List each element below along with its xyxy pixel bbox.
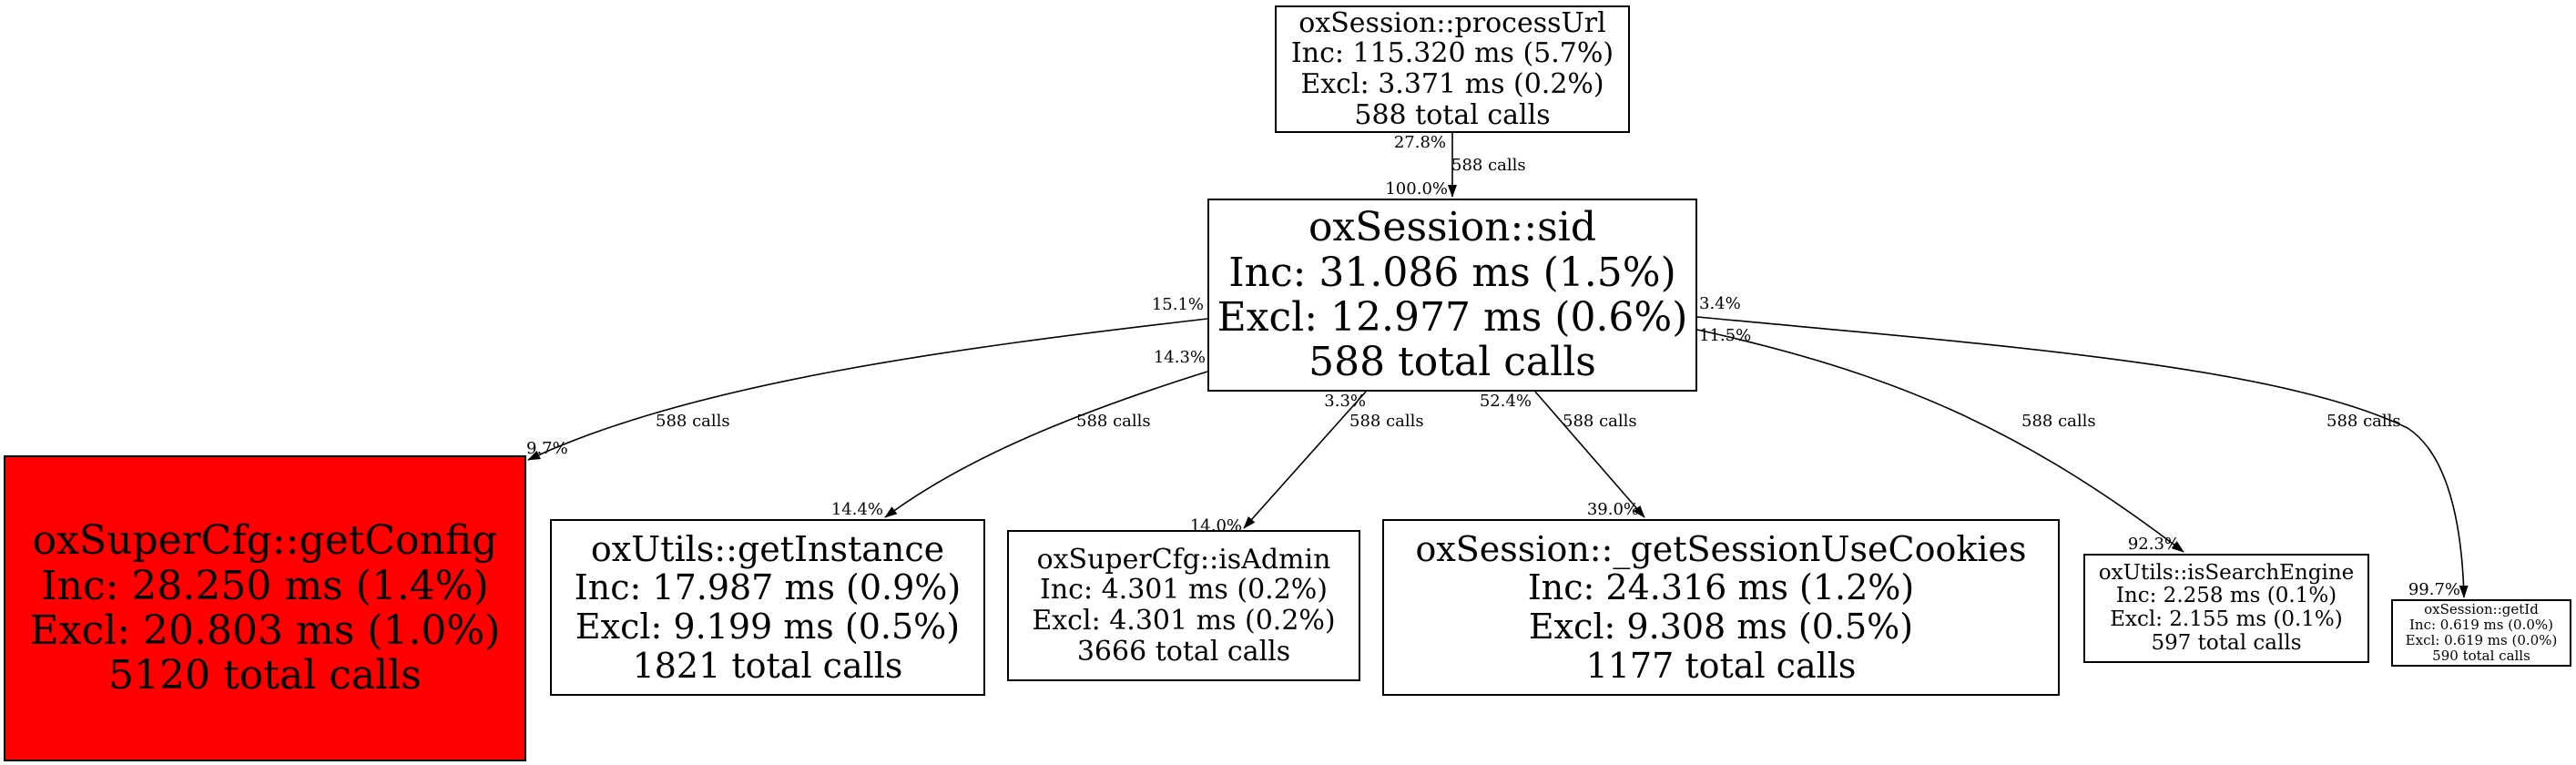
edge-sid-to-getinstance[interactable]: 588 calls 14.3% 14.4% — [831, 348, 1208, 519]
edge-head-percent-label: 39.0% — [1587, 500, 1639, 519]
edge-calls-label: 588 calls — [1349, 412, 1424, 431]
edge-tail-percent-label: 3.4% — [1699, 294, 1741, 313]
node-oxsupercfg-isadmin[interactable]: oxSuperCfg::isAdmin Inc: 4.301 ms (0.2%)… — [1007, 530, 1360, 681]
node-exclusive-time: Excl: 4.301 ms (0.2%) — [1032, 605, 1336, 637]
node-inclusive-time: Inc: 31.086 ms (1.5%) — [1228, 249, 1676, 296]
node-total-calls: 588 total calls — [1308, 339, 1596, 386]
edge-head-percent-label: 100.0% — [1385, 179, 1448, 199]
edge-head-percent-label: 9.7% — [526, 439, 568, 458]
edge-calls-label: 588 calls — [656, 412, 730, 431]
edge-tail-percent-label: 27.8% — [1394, 133, 1446, 152]
node-function-name: oxSession::getId — [2424, 601, 2539, 618]
edge-line — [1696, 329, 2184, 553]
node-function-name: oxSuperCfg::getConfig — [32, 517, 498, 565]
edge-line — [884, 371, 1208, 518]
edge-sid-to-getid[interactable]: 588 calls 3.4% 99.7% — [1696, 294, 2469, 599]
node-inclusive-time: Inc: 4.301 ms (0.2%) — [1039, 574, 1329, 607]
node-oxsession-getsessionusecookies[interactable]: oxSession::_getSessionUseCookies Inc: 24… — [1382, 519, 2060, 696]
node-oxsession-processurl[interactable]: oxSession::processUrl Inc: 115.320 ms (5… — [1275, 5, 1630, 133]
node-exclusive-time: Excl: 20.803 ms (1.0%) — [29, 607, 501, 654]
edge-tail-percent-label: 15.1% — [1152, 295, 1204, 314]
node-exclusive-time: Excl: 3.371 ms (0.2%) — [1300, 68, 1604, 100]
edge-head-percent-label: 92.3% — [2128, 535, 2180, 554]
edge-calls-label: 588 calls — [1451, 156, 1526, 175]
edge-tail-percent-label: 11.5% — [1699, 326, 1751, 345]
node-exclusive-time: Excl: 2.155 ms (0.1%) — [2110, 607, 2343, 631]
node-inclusive-time: Inc: 2.258 ms (0.1%) — [2115, 584, 2337, 608]
node-function-name: oxSession::sid — [1308, 204, 1596, 251]
node-total-calls: 1821 total calls — [632, 645, 903, 686]
node-inclusive-time: Inc: 115.320 ms (5.7%) — [1290, 37, 1614, 70]
node-oxsession-sid[interactable]: oxSession::sid Inc: 31.086 ms (1.5%) Exc… — [1207, 199, 1697, 392]
edge-tail-percent-label: 14.3% — [1154, 348, 1206, 367]
node-oxutils-issearchengine[interactable]: oxUtils::isSearchEngine Inc: 2.258 ms (0… — [2083, 554, 2369, 663]
node-exclusive-time: Excl: 0.619 ms (0.0%) — [2405, 632, 2558, 648]
edge-sid-to-getconfig[interactable]: 588 calls 15.1% 9.7% — [526, 295, 1208, 461]
node-total-calls: 5120 total calls — [108, 652, 422, 699]
node-function-name: oxSession::processUrl — [1298, 6, 1606, 39]
node-function-name: oxSuperCfg::isAdmin — [1036, 543, 1331, 576]
node-total-calls: 590 total calls — [2432, 647, 2530, 664]
edge-head-percent-label: 14.4% — [831, 500, 883, 519]
edge-sid-to-getsessionusecookies[interactable]: 588 calls 52.4% 39.0% — [1480, 391, 1645, 519]
node-inclusive-time: Inc: 17.987 ms (0.9%) — [574, 567, 962, 608]
node-exclusive-time: Excl: 12.977 ms (0.6%) — [1217, 294, 1688, 341]
node-function-name: oxUtils::isSearchEngine — [2098, 560, 2355, 585]
edge-calls-label: 588 calls — [2021, 412, 2096, 431]
node-exclusive-time: Excl: 9.308 ms (0.5%) — [1528, 607, 1914, 647]
node-exclusive-time: Excl: 9.199 ms (0.5%) — [575, 607, 961, 647]
node-total-calls: 3666 total calls — [1076, 635, 1291, 668]
edge-line — [527, 318, 1208, 461]
edge-calls-label: 588 calls — [1563, 412, 1637, 431]
node-oxsession-getid[interactable]: oxSession::getId Inc: 0.619 ms (0.0%) Ex… — [2391, 599, 2571, 667]
edge-head-percent-label: 99.7% — [2408, 580, 2460, 599]
edge-tail-percent-label: 52.4% — [1480, 392, 1532, 411]
node-inclusive-time: Inc: 0.619 ms (0.0%) — [2408, 617, 2554, 634]
edge-line — [1696, 316, 2469, 598]
node-inclusive-time: Inc: 24.316 ms (1.2%) — [1527, 567, 1915, 608]
node-function-name: oxSession::_getSessionUseCookies — [1415, 528, 2027, 569]
node-oxutils-getinstance[interactable]: oxUtils::getInstance Inc: 17.987 ms (0.9… — [550, 519, 985, 696]
node-function-name: oxUtils::getInstance — [590, 528, 945, 569]
node-total-calls: 588 total calls — [1354, 98, 1551, 131]
node-inclusive-time: Inc: 28.250 ms (1.4%) — [41, 562, 489, 609]
edge-sid-to-issearchengine[interactable]: 588 calls 11.5% 92.3% — [1696, 326, 2184, 554]
edge-calls-label: 588 calls — [1076, 412, 1151, 431]
edge-processurl-to-sid[interactable]: 588 calls 27.8% 100.0% — [1385, 133, 1526, 199]
edge-line — [1243, 391, 1367, 529]
node-total-calls: 1177 total calls — [1585, 645, 1857, 686]
edge-tail-percent-label: 3.3% — [1324, 392, 1366, 411]
edge-line — [1534, 391, 1645, 518]
node-oxsupercfg-getconfig[interactable]: oxSuperCfg::getConfig Inc: 28.250 ms (1.… — [4, 455, 526, 761]
edge-calls-label: 588 calls — [2327, 412, 2401, 431]
node-total-calls: 597 total calls — [2151, 630, 2302, 655]
